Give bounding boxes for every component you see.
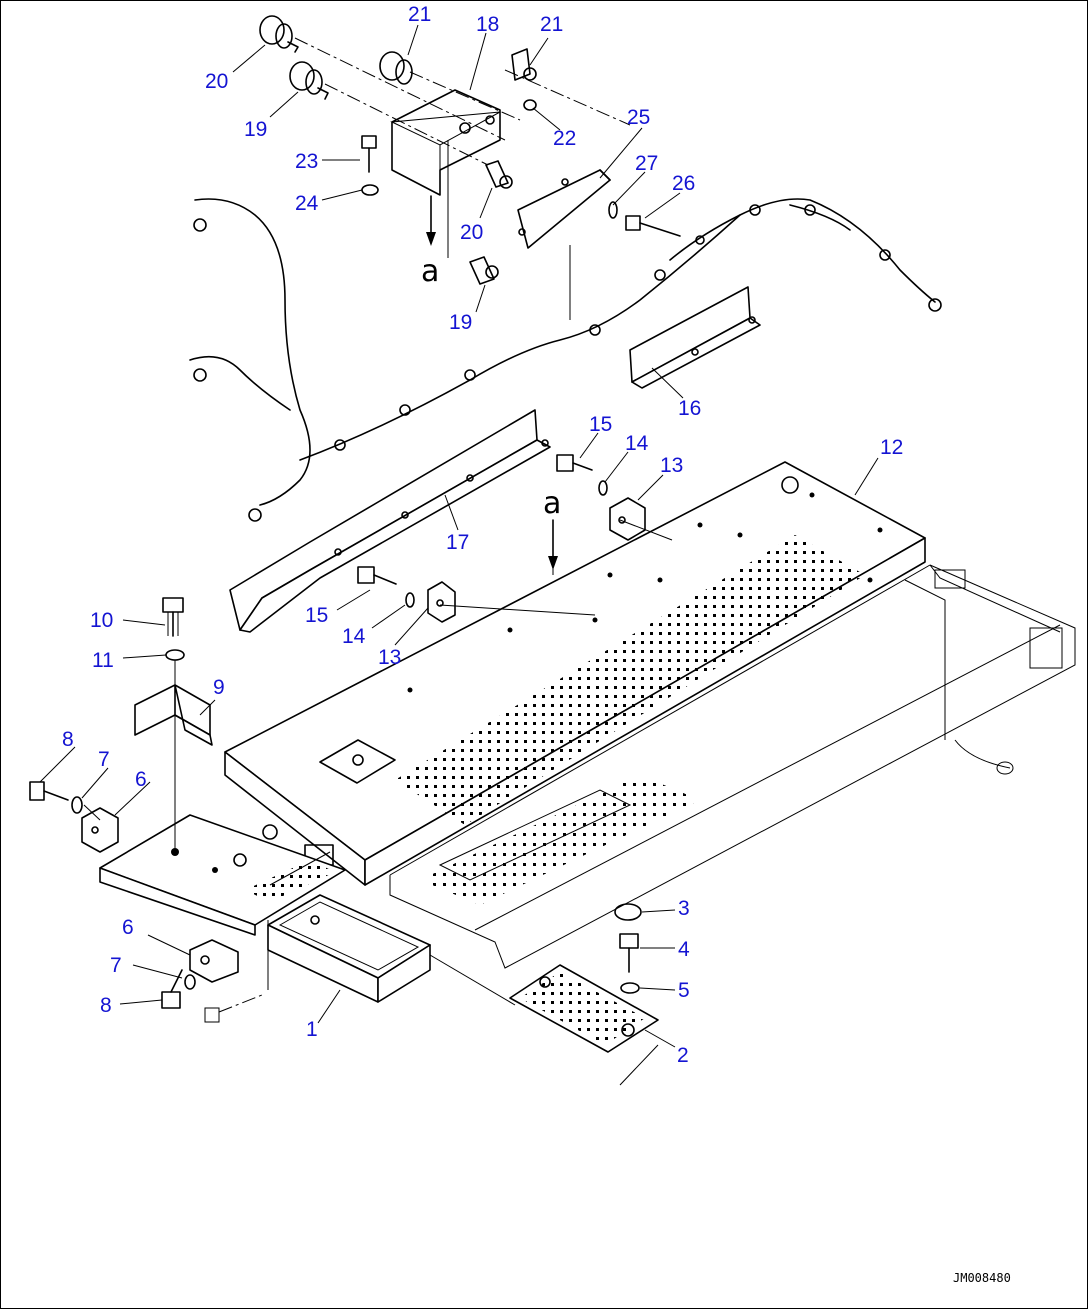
- bolts: [29, 135, 681, 1023]
- drawing-code: JM008480: [953, 1271, 1011, 1285]
- callout-25: 25: [627, 106, 650, 129]
- callout-23: 23: [295, 150, 318, 173]
- callout-20-upper: 20: [205, 70, 228, 93]
- callout-15-upper: 15: [589, 413, 612, 436]
- callout-19-upper: 19: [244, 118, 267, 141]
- callout-20-lower: 20: [460, 221, 483, 244]
- bracket-16: [629, 286, 761, 389]
- view-marker-upper: a: [421, 254, 439, 289]
- lamp-20-upper: [259, 15, 299, 53]
- callout-1: 1: [306, 1018, 318, 1041]
- step-platform: [99, 814, 346, 936]
- callout-21-left: 21: [408, 3, 431, 26]
- callout-5: 5: [678, 979, 690, 1002]
- callout-18: 18: [476, 13, 499, 36]
- callout-17: 17: [446, 531, 469, 554]
- callout-24: 24: [295, 192, 319, 215]
- callout-22: 22: [553, 127, 576, 150]
- callout-19-lower: 19: [449, 311, 472, 334]
- tool-box-1: [267, 894, 431, 1003]
- lamp-19-upper: [289, 61, 329, 100]
- callout-9: 9: [213, 676, 225, 699]
- bracket-9: [134, 684, 213, 746]
- cover-plate-25: [517, 169, 611, 249]
- callout-8-upper: 8: [62, 728, 74, 751]
- callout-12: 12: [880, 436, 903, 459]
- lamp-19-lower: [469, 256, 499, 285]
- bracket-17: [229, 409, 551, 633]
- callout-13-upper: 13: [660, 454, 683, 477]
- callout-2: 2: [677, 1044, 689, 1067]
- leader-lines: [83, 37, 673, 1086]
- callout-14-lower: 14: [342, 625, 366, 648]
- callout-11: 11: [92, 649, 114, 672]
- callout-4: 4: [678, 938, 690, 961]
- callout-3: 3: [678, 897, 690, 920]
- callout-13-lower: 13: [378, 646, 401, 669]
- wiring-harness: [189, 198, 942, 522]
- long-cover-12: [224, 461, 926, 886]
- lamp-21-right: [511, 48, 537, 81]
- hinge-13-upper: [609, 497, 646, 541]
- callout-14-upper: 14: [625, 432, 649, 455]
- callout-6-upper: 6: [135, 768, 147, 791]
- callout-10: 10: [90, 609, 113, 632]
- lamp-20-lower: [485, 160, 513, 189]
- nut-22: [523, 99, 537, 111]
- step-plate-2: [509, 964, 659, 1053]
- callout-labels: 1 2 3 4 5 6 6 7 7 8 8 9 10 11 12 13 13 1…: [62, 3, 903, 1067]
- callout-6-lower: 6: [122, 916, 134, 939]
- hinge-6-lower: [189, 939, 239, 983]
- callout-15-lower: 15: [305, 604, 328, 627]
- callout-8-lower: 8: [100, 994, 112, 1017]
- underframe-outline: [389, 564, 1076, 969]
- view-marker-lower: a: [543, 486, 561, 521]
- callout-7-lower: 7: [110, 954, 122, 977]
- callout-21-right: 21: [540, 13, 563, 36]
- callout-26: 26: [672, 172, 695, 195]
- callout-7-upper: 7: [98, 748, 110, 771]
- callout-16: 16: [678, 397, 701, 420]
- callout-pointers: [39, 24, 879, 1048]
- lamp-21-upper: [379, 51, 413, 85]
- hinge-13-lower: [427, 581, 456, 623]
- lamp-bracket-18: [390, 89, 501, 196]
- callout-27: 27: [635, 152, 658, 175]
- hinge-6-upper: [81, 807, 119, 853]
